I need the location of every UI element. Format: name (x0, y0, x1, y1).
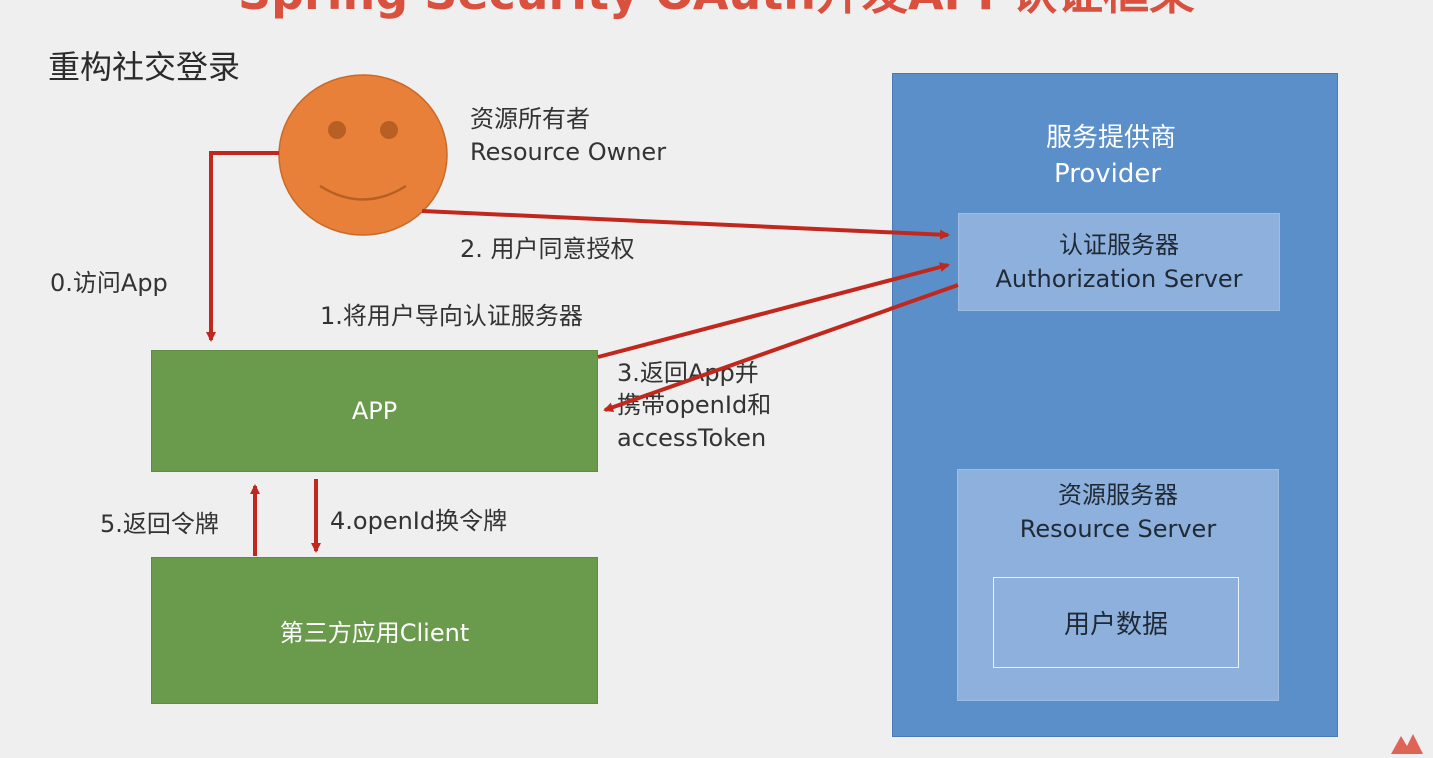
resource-owner-label: 资源所有者 Resource Owner (470, 103, 666, 169)
step4-label: 4.openId换令牌 (330, 507, 508, 535)
slide-title: Spring Security OAuth开发APP认证框架 (0, 0, 1433, 16)
user-data-label: 用户数据 (1063, 610, 1168, 640)
arrow-step1 (597, 262, 950, 359)
section-title: 重构社交登录 (48, 48, 241, 86)
user-data-box: 用户数据 (993, 577, 1239, 668)
app-box: APP (151, 350, 598, 472)
provider-title-zh: 服务提供商 (1046, 123, 1177, 153)
resource-server-box: 资源服务器 Resource Server (957, 469, 1279, 701)
app-box-label: APP (351, 397, 398, 425)
authorization-server-box: 认证服务器 Authorization Server (958, 213, 1280, 311)
step3-label-line3: accessToken (617, 423, 767, 452)
arrow-step3 (603, 283, 959, 413)
arrow-step0 (206, 151, 279, 342)
step1-label: 1.将用户导向认证服务器 (320, 302, 583, 330)
authorization-server-label-en: Authorization Server (995, 265, 1243, 293)
client-box: 第三方应用Client (151, 557, 598, 704)
corner-logo-icon (1391, 734, 1423, 754)
step5-label: 5.返回令牌 (100, 510, 219, 538)
client-box-label: 第三方应用Client (279, 619, 470, 647)
step0-label: 0.访问App (50, 269, 168, 297)
resource-owner-label-zh: 资源所有者 (470, 105, 590, 133)
provider-title: 服务提供商 Provider (1046, 120, 1176, 193)
provider-title-en: Provider (1054, 159, 1162, 190)
arrow-step2 (421, 209, 950, 240)
resource-server-label-en: Resource Server (1019, 515, 1217, 544)
resource-owner-label-en: Resource Owner (470, 138, 667, 167)
resource-server-label-zh: 资源服务器 (1058, 481, 1178, 509)
step2-label: 2. 用户同意授权 (460, 235, 635, 263)
authorization-server-label-zh: 认证服务器 (1059, 230, 1179, 259)
